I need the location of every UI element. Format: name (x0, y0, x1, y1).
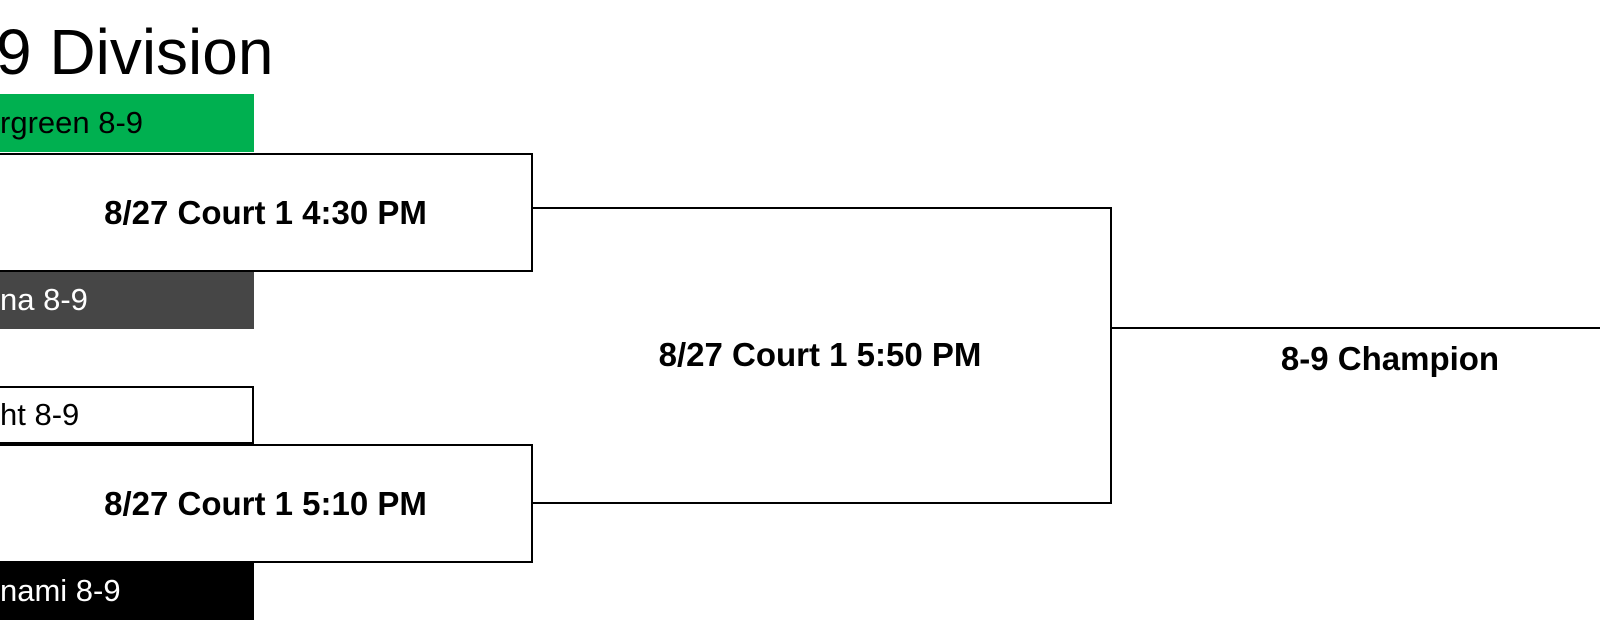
match-semifinal-1: 8/27 Court 1 4:30 PM (0, 153, 533, 272)
team-slot-2-label: na 8-9 (0, 282, 88, 317)
team-slot-1: rgreen 8-9 (0, 94, 254, 152)
champion-label: 8-9 Champion (1280, 340, 1500, 377)
team-slot-4: nami 8-9 (0, 562, 254, 620)
match-semifinal-2-label: 8/27 Court 1 5:10 PM (104, 484, 427, 522)
match-semifinal-1-label: 8/27 Court 1 4:30 PM (104, 193, 427, 231)
team-slot-1-label: rgreen 8-9 (0, 105, 144, 140)
page-title: 9 Division (0, 16, 274, 88)
team-slot-2: na 8-9 (0, 271, 254, 329)
connector-semi-1-to-final (522, 207, 1112, 328)
team-slot-3: ht 8-9 (0, 386, 254, 444)
team-slot-4-label: nami 8-9 (0, 573, 121, 608)
match-semifinal-2: 8/27 Court 1 5:10 PM (0, 444, 533, 563)
team-slot-3-label: ht 8-9 (0, 397, 80, 432)
match-final-label: 8/27 Court 1 5:50 PM (658, 336, 982, 373)
connector-semi-2-to-final (522, 328, 1112, 504)
